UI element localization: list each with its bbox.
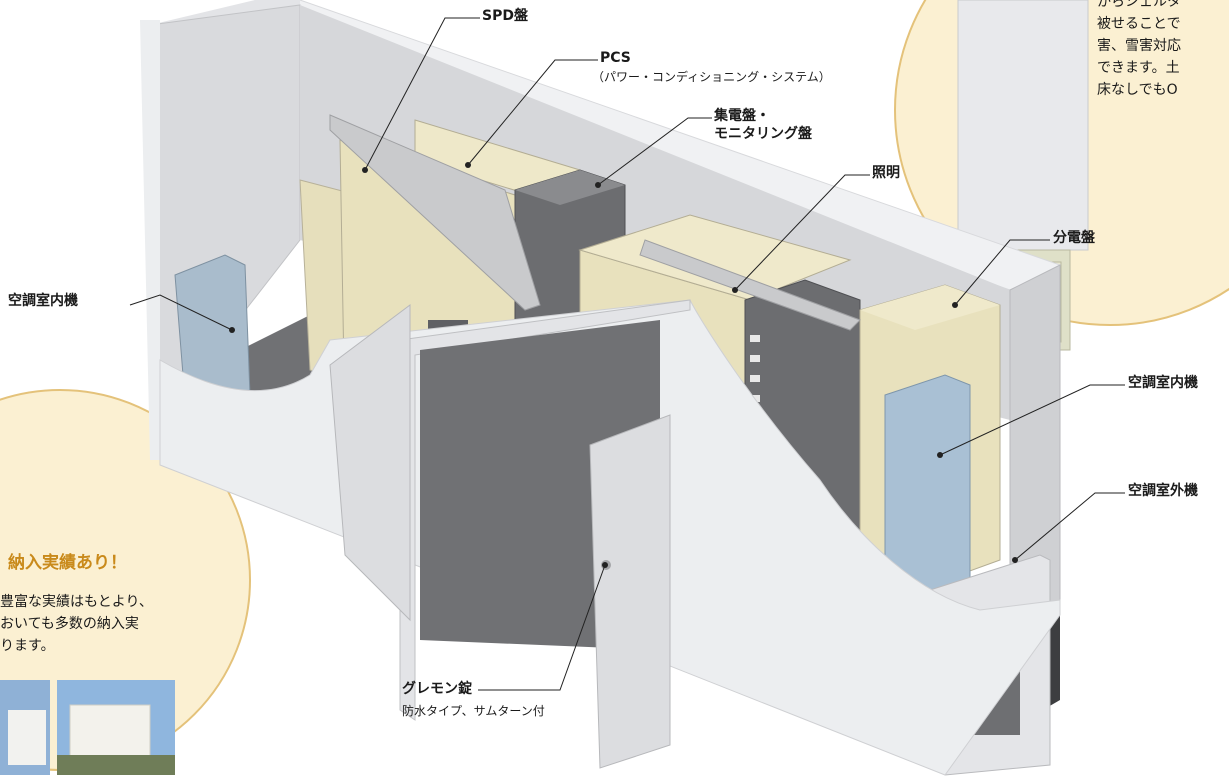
- label-ac-indoor-left: 空調室内機: [8, 293, 78, 309]
- bottom-callout-title: 納入実績あり！: [8, 553, 127, 573]
- door-right: [589, 414, 671, 769]
- bottom-callout-line-3: ります。: [0, 638, 55, 654]
- top-callout-line-2: 被せることで: [1097, 16, 1181, 32]
- door-left: [329, 304, 411, 622]
- label-pcs-subtitle: （パワー・コンディショニング・システム）: [592, 70, 831, 84]
- label-ac-outdoor: 空調室外機: [1128, 483, 1198, 499]
- leader-lines: [129, 17, 1125, 691]
- bottom-callout-line-1: 豊富な実績はもとより、: [0, 594, 153, 610]
- top-callout-line-5: 床なしでもO: [1097, 82, 1178, 98]
- top-callout-line-1: からシェルタ: [1097, 0, 1181, 10]
- label-pcs: PCS: [600, 50, 631, 66]
- door-frame: [399, 299, 691, 721]
- top-callout-line-3: 害、雪害対応: [1097, 38, 1181, 54]
- label-gremon-lock: グレモン錠: [402, 681, 472, 697]
- label-gremon-lock-sub: 防水タイプ、サムターン付: [402, 704, 545, 718]
- label-collector-panel-line1: 集電盤・: [714, 108, 770, 124]
- label-lighting: 照明: [872, 165, 900, 181]
- label-collector-panel-line2: モニタリング盤: [714, 126, 812, 142]
- install-photos: [0, 680, 175, 775]
- light-left: [329, 114, 541, 311]
- label-distribution-board: 分電盤: [1053, 230, 1095, 246]
- top-callout-line-4: できます。土: [1097, 60, 1180, 76]
- label-ac-indoor-right: 空調室内機: [1128, 375, 1198, 391]
- leader-dots: [229, 162, 1018, 568]
- light-right: [639, 239, 861, 331]
- label-spd-panel: SPD盤: [482, 8, 528, 24]
- bottom-callout-line-2: おいても多数の納入実: [0, 616, 139, 632]
